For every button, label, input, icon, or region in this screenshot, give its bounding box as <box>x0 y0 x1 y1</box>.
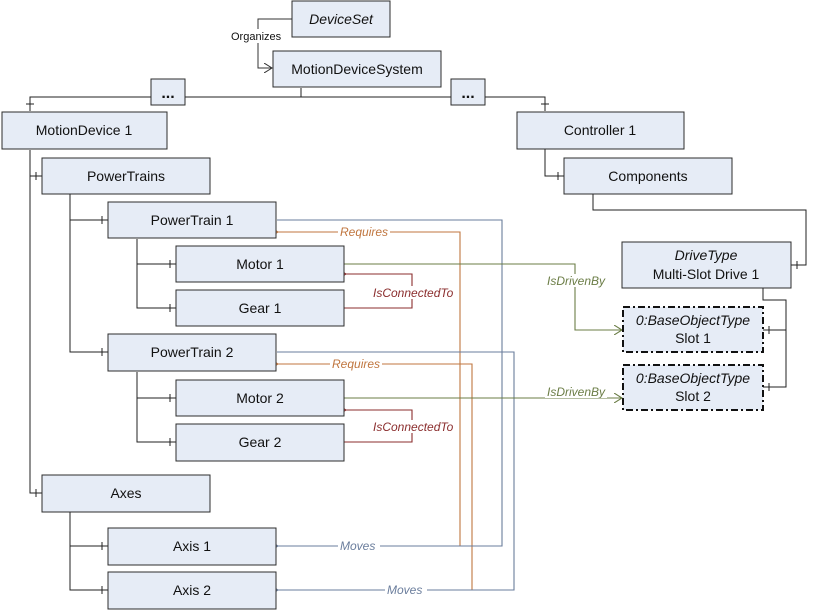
node-device-set[interactable]: DeviceSet <box>291 0 391 38</box>
node-controller-1[interactable]: Controller 1 <box>516 111 685 150</box>
node-drive[interactable]: DriveType Multi-Slot Drive 1 <box>621 241 792 289</box>
node-motor-2[interactable]: Motor 2 <box>175 379 345 417</box>
node-power-trains[interactable]: PowerTrains <box>41 157 211 195</box>
device-set-label: DeviceSet <box>309 11 374 27</box>
motor-2-label: Motor 2 <box>236 390 284 406</box>
drive-type-label: DriveType <box>675 247 738 263</box>
node-axes[interactable]: Axes <box>41 474 211 513</box>
ellipsis-left-label: ... <box>161 85 174 102</box>
components-label: Components <box>608 168 687 184</box>
moves-label-2: Moves <box>387 583 422 597</box>
node-ellipsis-left[interactable]: ... <box>150 78 186 106</box>
axes-label: Axes <box>110 485 141 501</box>
is-connected-to-label-2: IsConnectedTo <box>373 420 454 434</box>
motor-1-label: Motor 1 <box>236 256 284 272</box>
node-axis-2[interactable]: Axis 2 <box>107 571 277 610</box>
is-connected-to-label-1: IsConnectedTo <box>373 286 454 300</box>
node-gear-1[interactable]: Gear 1 <box>175 289 345 327</box>
node-components[interactable]: Components <box>563 157 733 195</box>
node-axis-1[interactable]: Axis 1 <box>107 527 277 566</box>
is-driven-by-label-2: IsDrivenBy <box>547 385 606 399</box>
node-power-train-1[interactable]: PowerTrain 1 <box>107 201 277 239</box>
slot-1-type-label: 0:BaseObjectType <box>636 312 750 328</box>
drive-label: Multi-Slot Drive 1 <box>653 266 760 282</box>
organizes-label: Organizes <box>231 31 282 43</box>
is-driven-by-label-1: IsDrivenBy <box>547 274 606 288</box>
controller-1-label: Controller 1 <box>564 122 637 138</box>
ellipsis-right-label: ... <box>461 85 474 102</box>
slot-1-label: Slot 1 <box>675 330 711 346</box>
requires-label-2: Requires <box>332 357 380 371</box>
moves-label-1: Moves <box>340 539 375 553</box>
axis-2-label: Axis 2 <box>173 582 211 598</box>
gear-2-label: Gear 2 <box>239 434 282 450</box>
requires-label-1: Requires <box>340 225 388 239</box>
is-connected-to-references: IsConnectedTo IsConnectedTo <box>344 274 457 443</box>
motion-device-system-label: MotionDeviceSystem <box>291 61 423 77</box>
organizes-reference: Organizes <box>229 18 292 68</box>
slot-2-type-label: 0:BaseObjectType <box>636 370 750 386</box>
is-driven-by-references: IsDrivenBy IsDrivenBy <box>344 263 622 399</box>
node-ellipsis-right[interactable]: ... <box>450 78 486 106</box>
moves-references: Moves Moves <box>277 219 515 597</box>
node-motion-device-system[interactable]: MotionDeviceSystem <box>272 50 442 88</box>
power-train-2-label: PowerTrain 2 <box>151 344 234 360</box>
motion-device-1-label: MotionDevice 1 <box>36 122 133 138</box>
slot-2-label: Slot 2 <box>675 388 711 404</box>
node-slot-2[interactable]: 0:BaseObjectType Slot 2 <box>622 364 764 411</box>
power-trains-label: PowerTrains <box>87 168 165 184</box>
gear-1-label: Gear 1 <box>239 300 282 316</box>
node-gear-2[interactable]: Gear 2 <box>175 423 345 462</box>
hierarchy-connectors <box>26 88 807 594</box>
node-power-train-2[interactable]: PowerTrain 2 <box>107 333 277 372</box>
power-train-1-label: PowerTrain 1 <box>151 212 234 228</box>
node-motor-1[interactable]: Motor 1 <box>175 245 345 283</box>
node-motion-device-1[interactable]: MotionDevice 1 <box>1 111 168 150</box>
node-slot-1[interactable]: 0:BaseObjectType Slot 1 <box>622 306 764 353</box>
axis-1-label: Axis 1 <box>173 538 211 554</box>
